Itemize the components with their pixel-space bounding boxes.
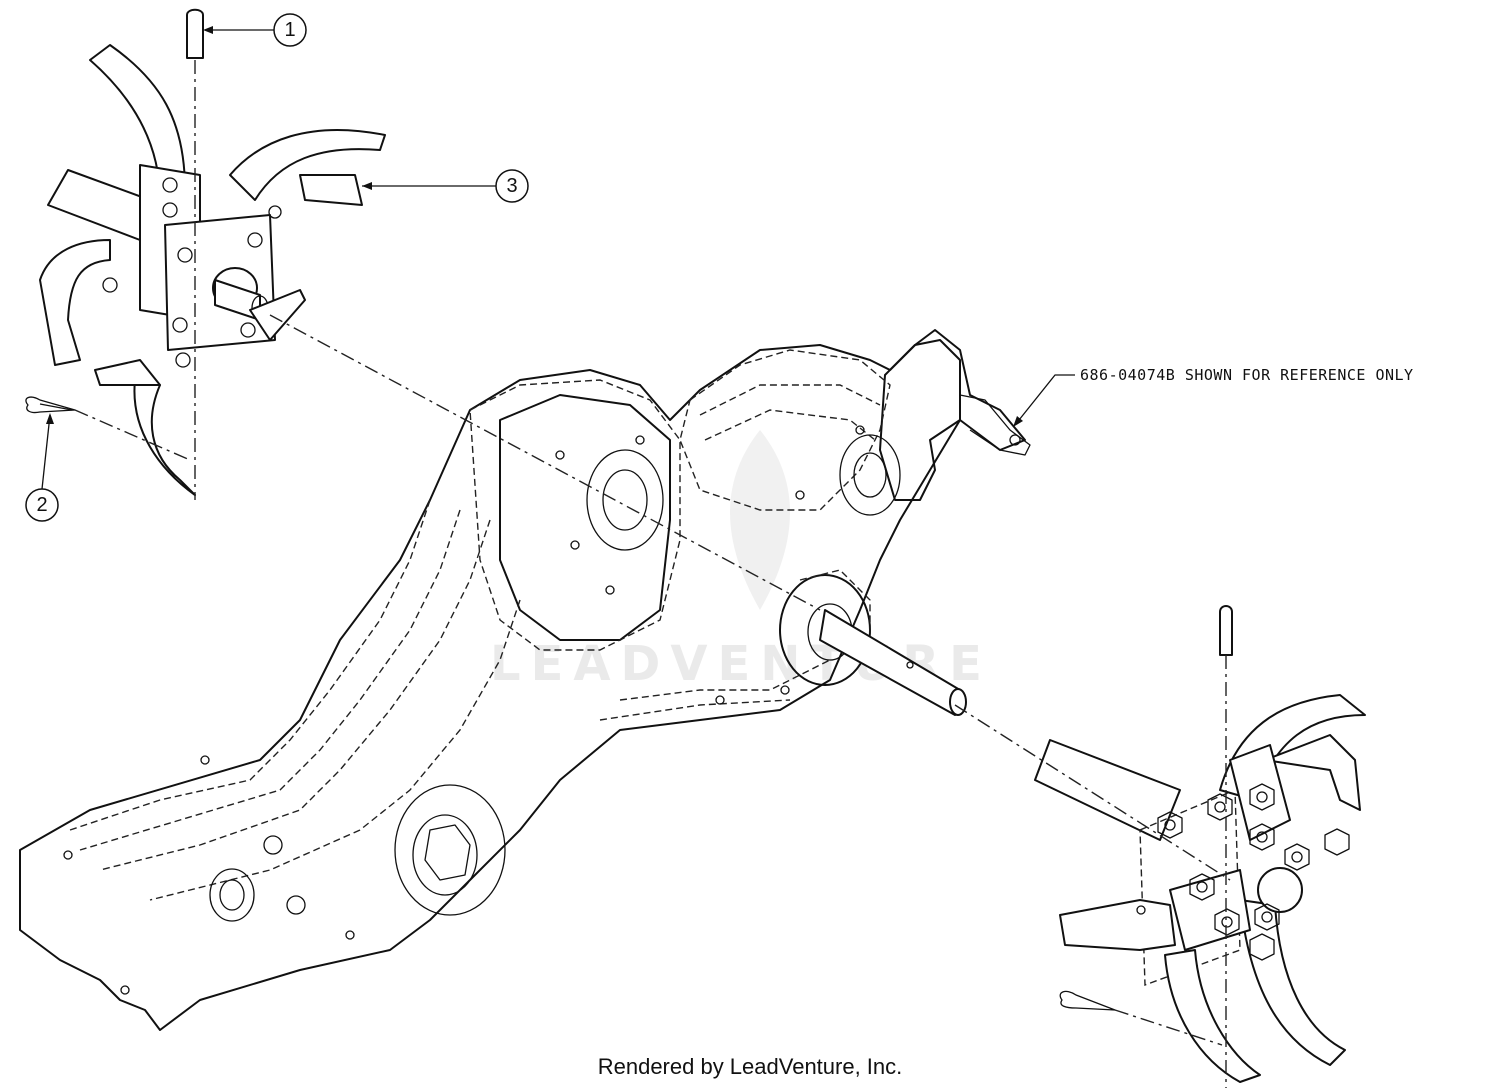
- assembly-lines: [74, 60, 1231, 1088]
- left-tine-assembly: [39, 44, 386, 496]
- pin-1-part: [186, 8, 204, 59]
- footer-credit: Rendered by LeadVenture, Inc.: [597, 1054, 903, 1079]
- watermark-logo: LEADVENTURE: [490, 430, 982, 692]
- callout-3-number: 3: [506, 175, 517, 197]
- callout-1-number: 1: [284, 19, 295, 41]
- right-pin-part: [1219, 605, 1233, 656]
- callout-2-number: 2: [36, 494, 47, 516]
- right-hairpin-clip-part: [1059, 990, 1116, 1011]
- right-tine-assembly: [1034, 694, 1366, 1083]
- reference-note: 686-04074B SHOWN FOR REFERENCE ONLY: [1013, 366, 1414, 427]
- callout-1[interactable]: 1: [203, 13, 307, 47]
- tiller-housing: [19, 329, 1031, 1031]
- callout-2[interactable]: 2: [25, 413, 59, 522]
- reference-note-text: 686-04074B SHOWN FOR REFERENCE ONLY: [1080, 366, 1414, 384]
- callout-3[interactable]: 3: [362, 169, 529, 203]
- hairpin-clip-part: [25, 396, 76, 414]
